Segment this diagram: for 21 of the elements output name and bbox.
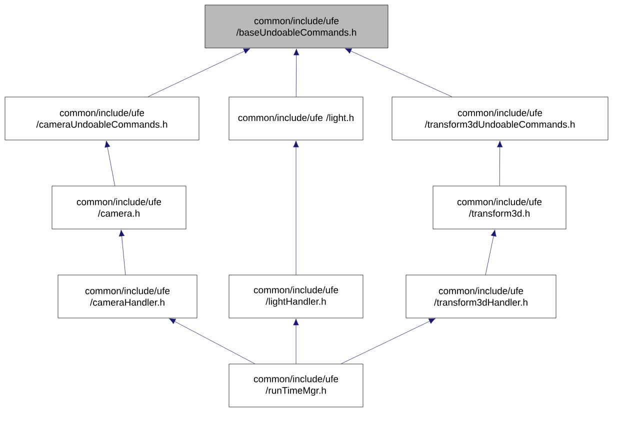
file-box: common/include/ufe /light.h xyxy=(228,96,364,140)
arrow xyxy=(293,140,299,275)
file-box: common/include/ufe /baseUndoableCommands.h xyxy=(204,4,388,48)
file-box: common/include/ufe /transform3dUndoableCommands.h xyxy=(392,96,608,140)
arrow xyxy=(169,318,256,364)
file-box: common/include/ufe /transform3dHandler.h xyxy=(406,274,556,318)
arrow xyxy=(104,140,116,186)
file-box: common/include/ufe /runTimeMgr.h xyxy=(228,364,364,408)
file-box: common/include/ufe /lightHandler.h xyxy=(228,274,364,318)
file-box: common/include/ufe /camera.h xyxy=(52,186,186,230)
arrow xyxy=(294,48,300,97)
arrow xyxy=(485,230,496,275)
arrow xyxy=(340,318,436,364)
arrow xyxy=(118,230,126,275)
file-box: common/include/ufe /transform3d.h xyxy=(432,186,566,230)
file-box: common/include/ufe /cameraUndoableCommands.h xyxy=(4,96,200,140)
arrow xyxy=(293,318,299,364)
arrow xyxy=(344,48,452,97)
arrow xyxy=(497,140,503,186)
file-box: common/include/ufe /cameraHandler.h xyxy=(58,274,198,318)
arrow xyxy=(148,48,250,97)
